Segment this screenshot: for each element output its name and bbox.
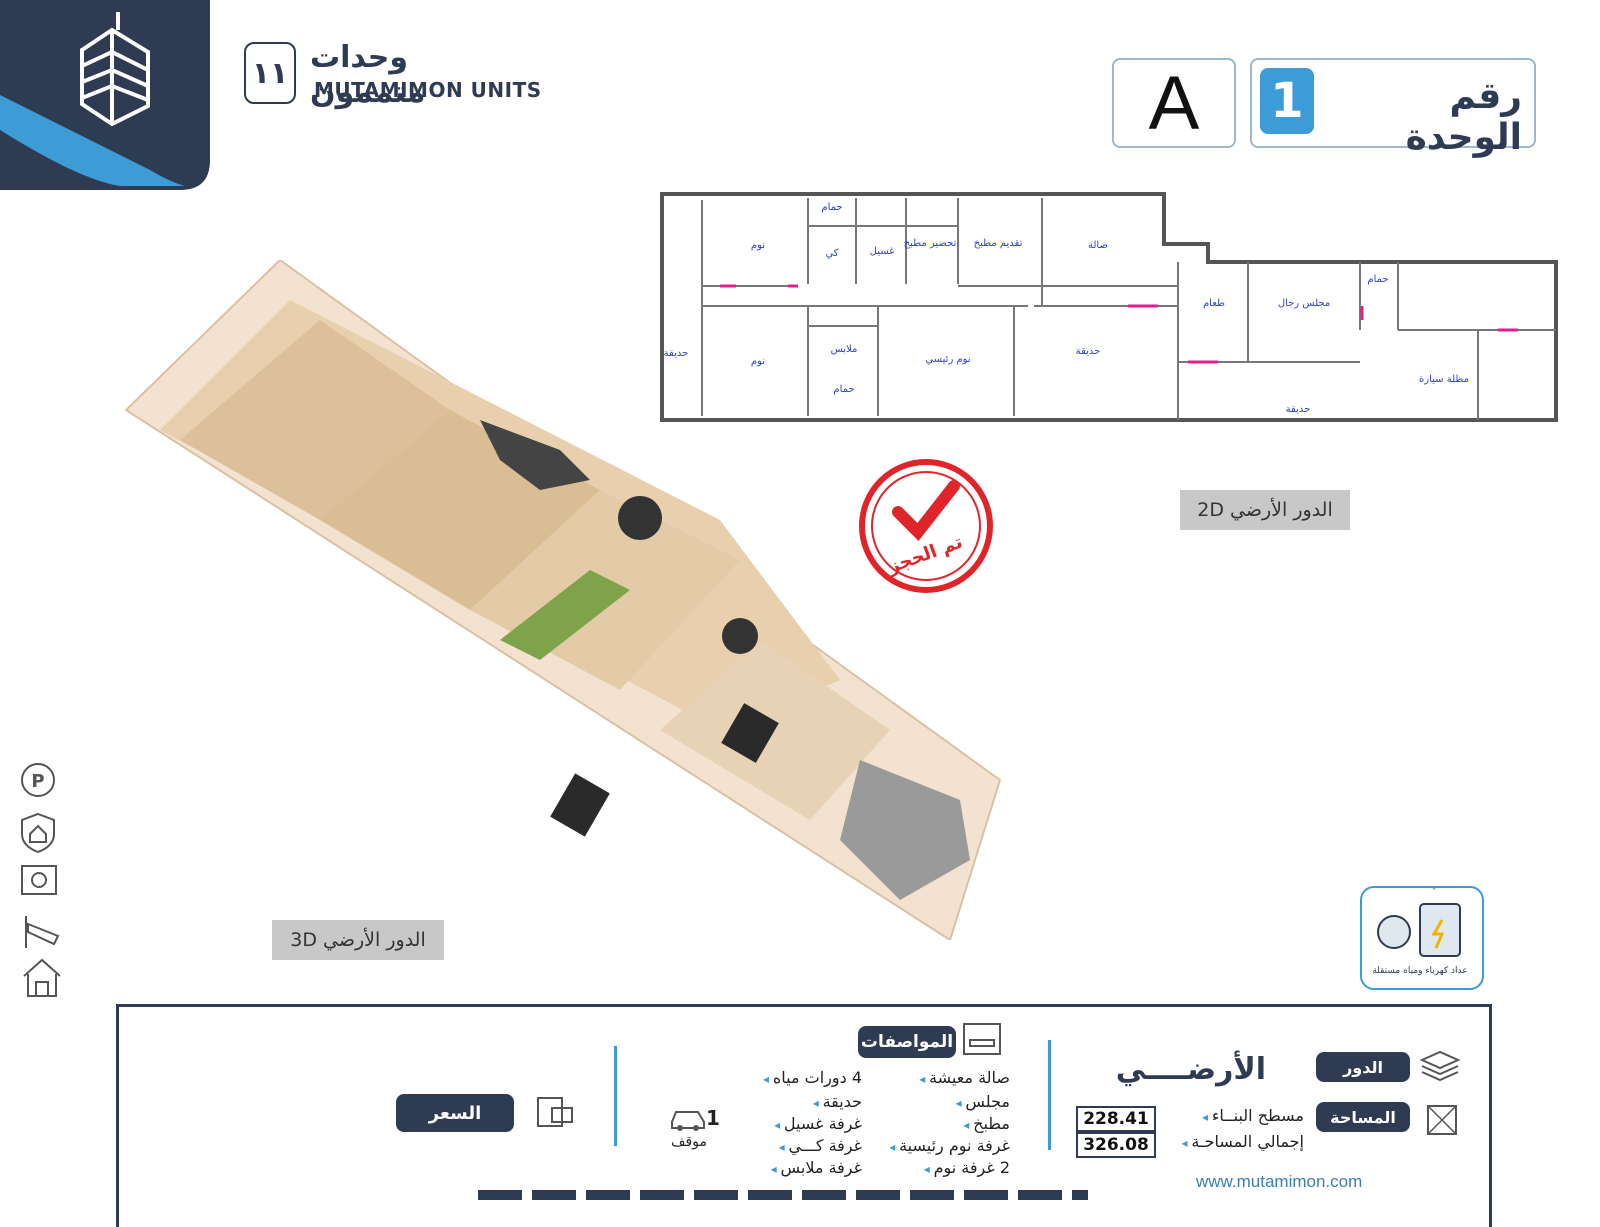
room-label: نوم bbox=[751, 356, 765, 367]
svg-text:P: P bbox=[31, 771, 44, 792]
brand-name-arabic: وحدات متممون bbox=[310, 40, 426, 110]
room-label: مجلس رجال bbox=[1278, 298, 1330, 309]
feature-item: غرفة كـــي bbox=[712, 1136, 862, 1155]
floor-plan-3d bbox=[124, 260, 1002, 940]
build-area-label: مسطح البنــاء bbox=[1164, 1106, 1304, 1125]
room-label: صالة bbox=[1088, 240, 1108, 251]
meter-badge bbox=[1360, 886, 1484, 990]
floor-plan-2d: نوم حمام كي غسيل تحضير مطبخ تقديم مطبخ ص… bbox=[660, 192, 1558, 422]
brand-name-english: MUTAMIMON UNITS bbox=[314, 78, 542, 102]
room-label: غسيل bbox=[870, 246, 895, 257]
area-icon bbox=[1427, 1105, 1457, 1135]
price-label: السعر bbox=[396, 1094, 514, 1132]
feature-item: 4 دورات مياه bbox=[712, 1068, 862, 1087]
room-furniture-icon bbox=[963, 1023, 1001, 1055]
house-icon bbox=[23, 958, 61, 997]
price-money-icon bbox=[537, 1097, 573, 1127]
unit-number-box bbox=[1250, 58, 1536, 148]
divider bbox=[1048, 1040, 1051, 1150]
floor-label: الدور bbox=[1316, 1052, 1410, 1082]
feature-item: مجلس bbox=[860, 1092, 1010, 1111]
room-label: حمام bbox=[821, 202, 842, 213]
cctv-camera-icon bbox=[25, 916, 60, 948]
reserved-stamp: تم الحجز bbox=[859, 459, 993, 593]
room-label: حمام bbox=[1367, 274, 1388, 285]
parking-count: 1 bbox=[706, 1106, 720, 1130]
intercom-icon bbox=[21, 865, 57, 895]
area-label: المساحة bbox=[1316, 1102, 1410, 1132]
plan-2d-tag: الدور الأرضي 2D bbox=[1180, 490, 1350, 530]
feature-item: غرفة غسيل bbox=[712, 1114, 862, 1133]
parking-label: موقف bbox=[671, 1134, 707, 1150]
phone-number-strip bbox=[478, 1190, 1088, 1200]
feature-item: مطبخ bbox=[860, 1114, 1010, 1133]
stamp-text: تم الحجز bbox=[885, 532, 966, 578]
water-meter-icon bbox=[1377, 915, 1411, 949]
room-label: حمام bbox=[833, 384, 854, 395]
room-label: نوم bbox=[751, 240, 765, 251]
build-area-value: 228.41 bbox=[1076, 1106, 1156, 1132]
room-label: طعام bbox=[1203, 298, 1225, 309]
features-title: المواصفات bbox=[858, 1026, 956, 1058]
room-label: حديقة bbox=[664, 348, 689, 359]
room-label: ملابس bbox=[831, 344, 858, 355]
spec-panel bbox=[116, 1004, 1492, 1227]
unit-letter: A bbox=[1112, 58, 1236, 148]
room-label: مظلة سيارة bbox=[1419, 374, 1469, 385]
electric-meter-icon bbox=[1419, 903, 1461, 957]
corner-logo-badge bbox=[0, 0, 210, 190]
unit-number: 1 bbox=[1260, 68, 1314, 134]
website-link[interactable]: www.mutamimon.com bbox=[1196, 1172, 1363, 1191]
check-icon bbox=[892, 480, 960, 542]
room-label: نوم رئيسي bbox=[925, 354, 970, 365]
feature-item: غرفة ملابس bbox=[712, 1158, 862, 1177]
feature-item: 2 غرفة نوم bbox=[860, 1158, 1010, 1177]
room-label: تقديم مطبخ bbox=[974, 238, 1023, 249]
feature-item: حديقة bbox=[712, 1092, 862, 1111]
security-home-icon bbox=[21, 812, 55, 854]
brand-logo-mark: ١١ bbox=[244, 42, 296, 104]
unit-label: رقم الوحدة bbox=[1405, 76, 1522, 158]
room-label: كي bbox=[825, 248, 838, 259]
total-area-value: 326.08 bbox=[1076, 1132, 1156, 1158]
room-label: حديقة bbox=[1286, 404, 1311, 415]
meter-label: عداد كهرباء ومياه مستقلة bbox=[1372, 966, 1468, 976]
room-label: تحضير مطبخ bbox=[904, 238, 957, 249]
building-icon bbox=[80, 12, 150, 127]
room-label: حديقة bbox=[1076, 346, 1101, 357]
layers-icon bbox=[1419, 1050, 1461, 1082]
feature-item: غرفة نوم رئيسية bbox=[860, 1136, 1010, 1155]
total-area-label: إجمالي المساحـة bbox=[1164, 1132, 1304, 1151]
divider bbox=[614, 1046, 617, 1146]
car-icon bbox=[671, 1111, 705, 1131]
plan-3d-tag: الدور الأرضي 3D bbox=[272, 920, 444, 960]
floor-value: الأرضــــي bbox=[1115, 1052, 1266, 1087]
feature-item: صالة معيشة bbox=[860, 1068, 1010, 1087]
parking-icon: P bbox=[21, 763, 55, 797]
